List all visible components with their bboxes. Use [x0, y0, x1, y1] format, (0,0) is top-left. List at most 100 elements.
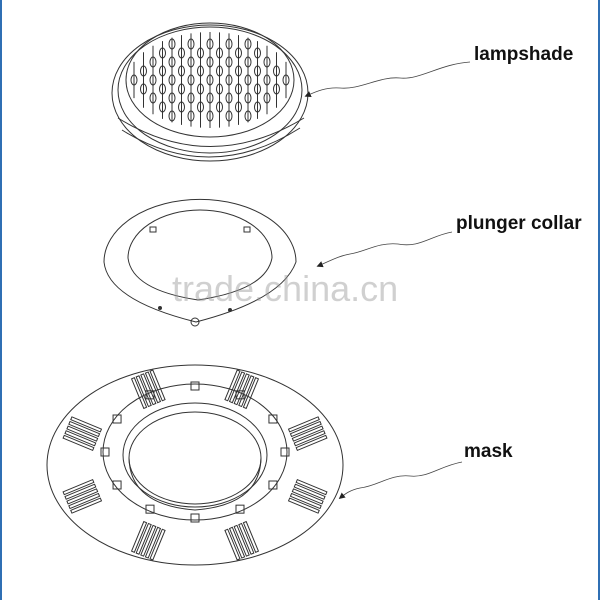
mask-tab	[235, 504, 245, 514]
lampshade-lens	[197, 83, 204, 95]
lampshade-lens	[168, 38, 176, 50]
lampshade-part	[111, 22, 309, 162]
lampshade-lens	[216, 83, 223, 95]
lampshade-lens	[206, 110, 214, 122]
lampshade-lens	[187, 56, 195, 68]
lampshade-lens	[149, 92, 157, 104]
mask-tab	[145, 504, 155, 514]
lampshade-lens	[263, 74, 271, 86]
mask-part	[46, 364, 344, 566]
mask-vent-slot	[224, 528, 241, 561]
mask-vent-slot	[149, 528, 166, 561]
mask-tab	[112, 414, 122, 424]
lampshade-lens	[244, 92, 252, 104]
lampshade-lens	[187, 38, 195, 50]
frame-right-border	[598, 0, 600, 600]
lampshade-lens	[168, 56, 176, 68]
lampshade-lens	[273, 65, 280, 77]
mask-vent-slot	[242, 377, 260, 410]
mask-vent-slot	[70, 416, 103, 433]
lampshade-lens	[178, 47, 185, 59]
lampshade-lens	[140, 65, 147, 77]
lampshade-lens	[206, 92, 214, 104]
lampshade-lens	[140, 83, 147, 95]
mask-vent-slot	[64, 483, 97, 500]
mask-vent-slot	[293, 483, 326, 500]
mask-label: mask	[464, 441, 513, 462]
mask-vent-slot	[238, 522, 255, 555]
lampshade-lens	[216, 47, 223, 59]
mask-vent-slot	[144, 371, 162, 404]
mask-vent-slot	[62, 478, 95, 496]
watermark-text: trade.china.cn	[172, 268, 399, 309]
mask-tab	[112, 480, 122, 490]
mask-vent-slot	[233, 373, 250, 406]
lampshade-lens	[235, 47, 242, 59]
lampshade-lens	[149, 74, 157, 86]
lampshade-lens	[235, 101, 242, 113]
lampshade-lens	[159, 47, 166, 59]
mask-vent-slot	[291, 425, 324, 442]
mask-vent-slot	[238, 375, 255, 408]
mask-vent-slot	[149, 369, 166, 402]
plunger-collar-part	[103, 198, 297, 327]
lampshade-lens	[244, 38, 252, 50]
mask-vent-slot	[233, 524, 250, 557]
lampshade-label: lampshade	[474, 44, 574, 65]
lampshade-lens	[244, 56, 252, 68]
lampshade-lens	[187, 92, 195, 104]
frame-left-border	[0, 0, 2, 600]
mask-vent-slots	[62, 369, 328, 561]
lampshade-lens	[225, 56, 233, 68]
mask-vent-slot	[291, 488, 324, 505]
lampshade-lens	[206, 56, 214, 68]
mask-vent-group	[224, 520, 260, 561]
mask-vent-slot	[242, 520, 260, 553]
mask-vent-slot	[289, 420, 322, 438]
mask-tab	[190, 381, 200, 391]
mask-vent-group	[287, 478, 328, 514]
lampshade-lens	[187, 110, 195, 122]
lampshade-lens	[254, 47, 261, 59]
lampshade-lens	[235, 83, 242, 95]
mask-vent-slot	[62, 434, 95, 452]
mask-tab	[100, 447, 110, 457]
lampshade-leader	[304, 61, 471, 97]
mask-vent-group	[287, 416, 328, 452]
mask-vent-slot	[295, 478, 328, 496]
lampshade-lens	[225, 74, 233, 86]
lampshade-lens	[254, 101, 261, 113]
mask-vent-slot	[135, 522, 152, 555]
plunger-collar-label: plunger collar	[456, 213, 582, 234]
lampshade-lens	[282, 74, 290, 86]
lampshade-lens	[168, 92, 176, 104]
lampshade-lens	[244, 110, 252, 122]
lampshade-lens	[159, 65, 166, 77]
mask-vent-slot	[70, 497, 103, 514]
lampshade-lens	[216, 101, 223, 113]
mask-tab	[190, 513, 200, 523]
mask-vent-slot	[130, 377, 148, 410]
lampshade-lens	[187, 74, 195, 86]
lampshade-lens	[273, 83, 280, 95]
mask-tab	[268, 414, 278, 424]
mask-vent-group	[62, 478, 103, 514]
mask-vent-slot	[295, 434, 328, 452]
lampshade-lens	[244, 74, 252, 86]
mask-vent-slot	[66, 488, 99, 505]
lampshade-lens	[130, 74, 138, 86]
mask-vent-group	[62, 416, 103, 452]
mask-leader	[338, 461, 463, 499]
mask-vent-group	[130, 369, 166, 410]
mask-tab	[280, 447, 290, 457]
lampshade-lens	[225, 38, 233, 50]
lampshade-lens	[159, 83, 166, 95]
lampshade-lens	[149, 56, 157, 68]
lampshade-lens	[225, 110, 233, 122]
mask-vent-slot	[68, 492, 101, 510]
lampshade-lens	[235, 65, 242, 77]
lampshade-lens	[178, 65, 185, 77]
lampshade-lens	[225, 92, 233, 104]
mask-vent-slot	[228, 371, 246, 404]
